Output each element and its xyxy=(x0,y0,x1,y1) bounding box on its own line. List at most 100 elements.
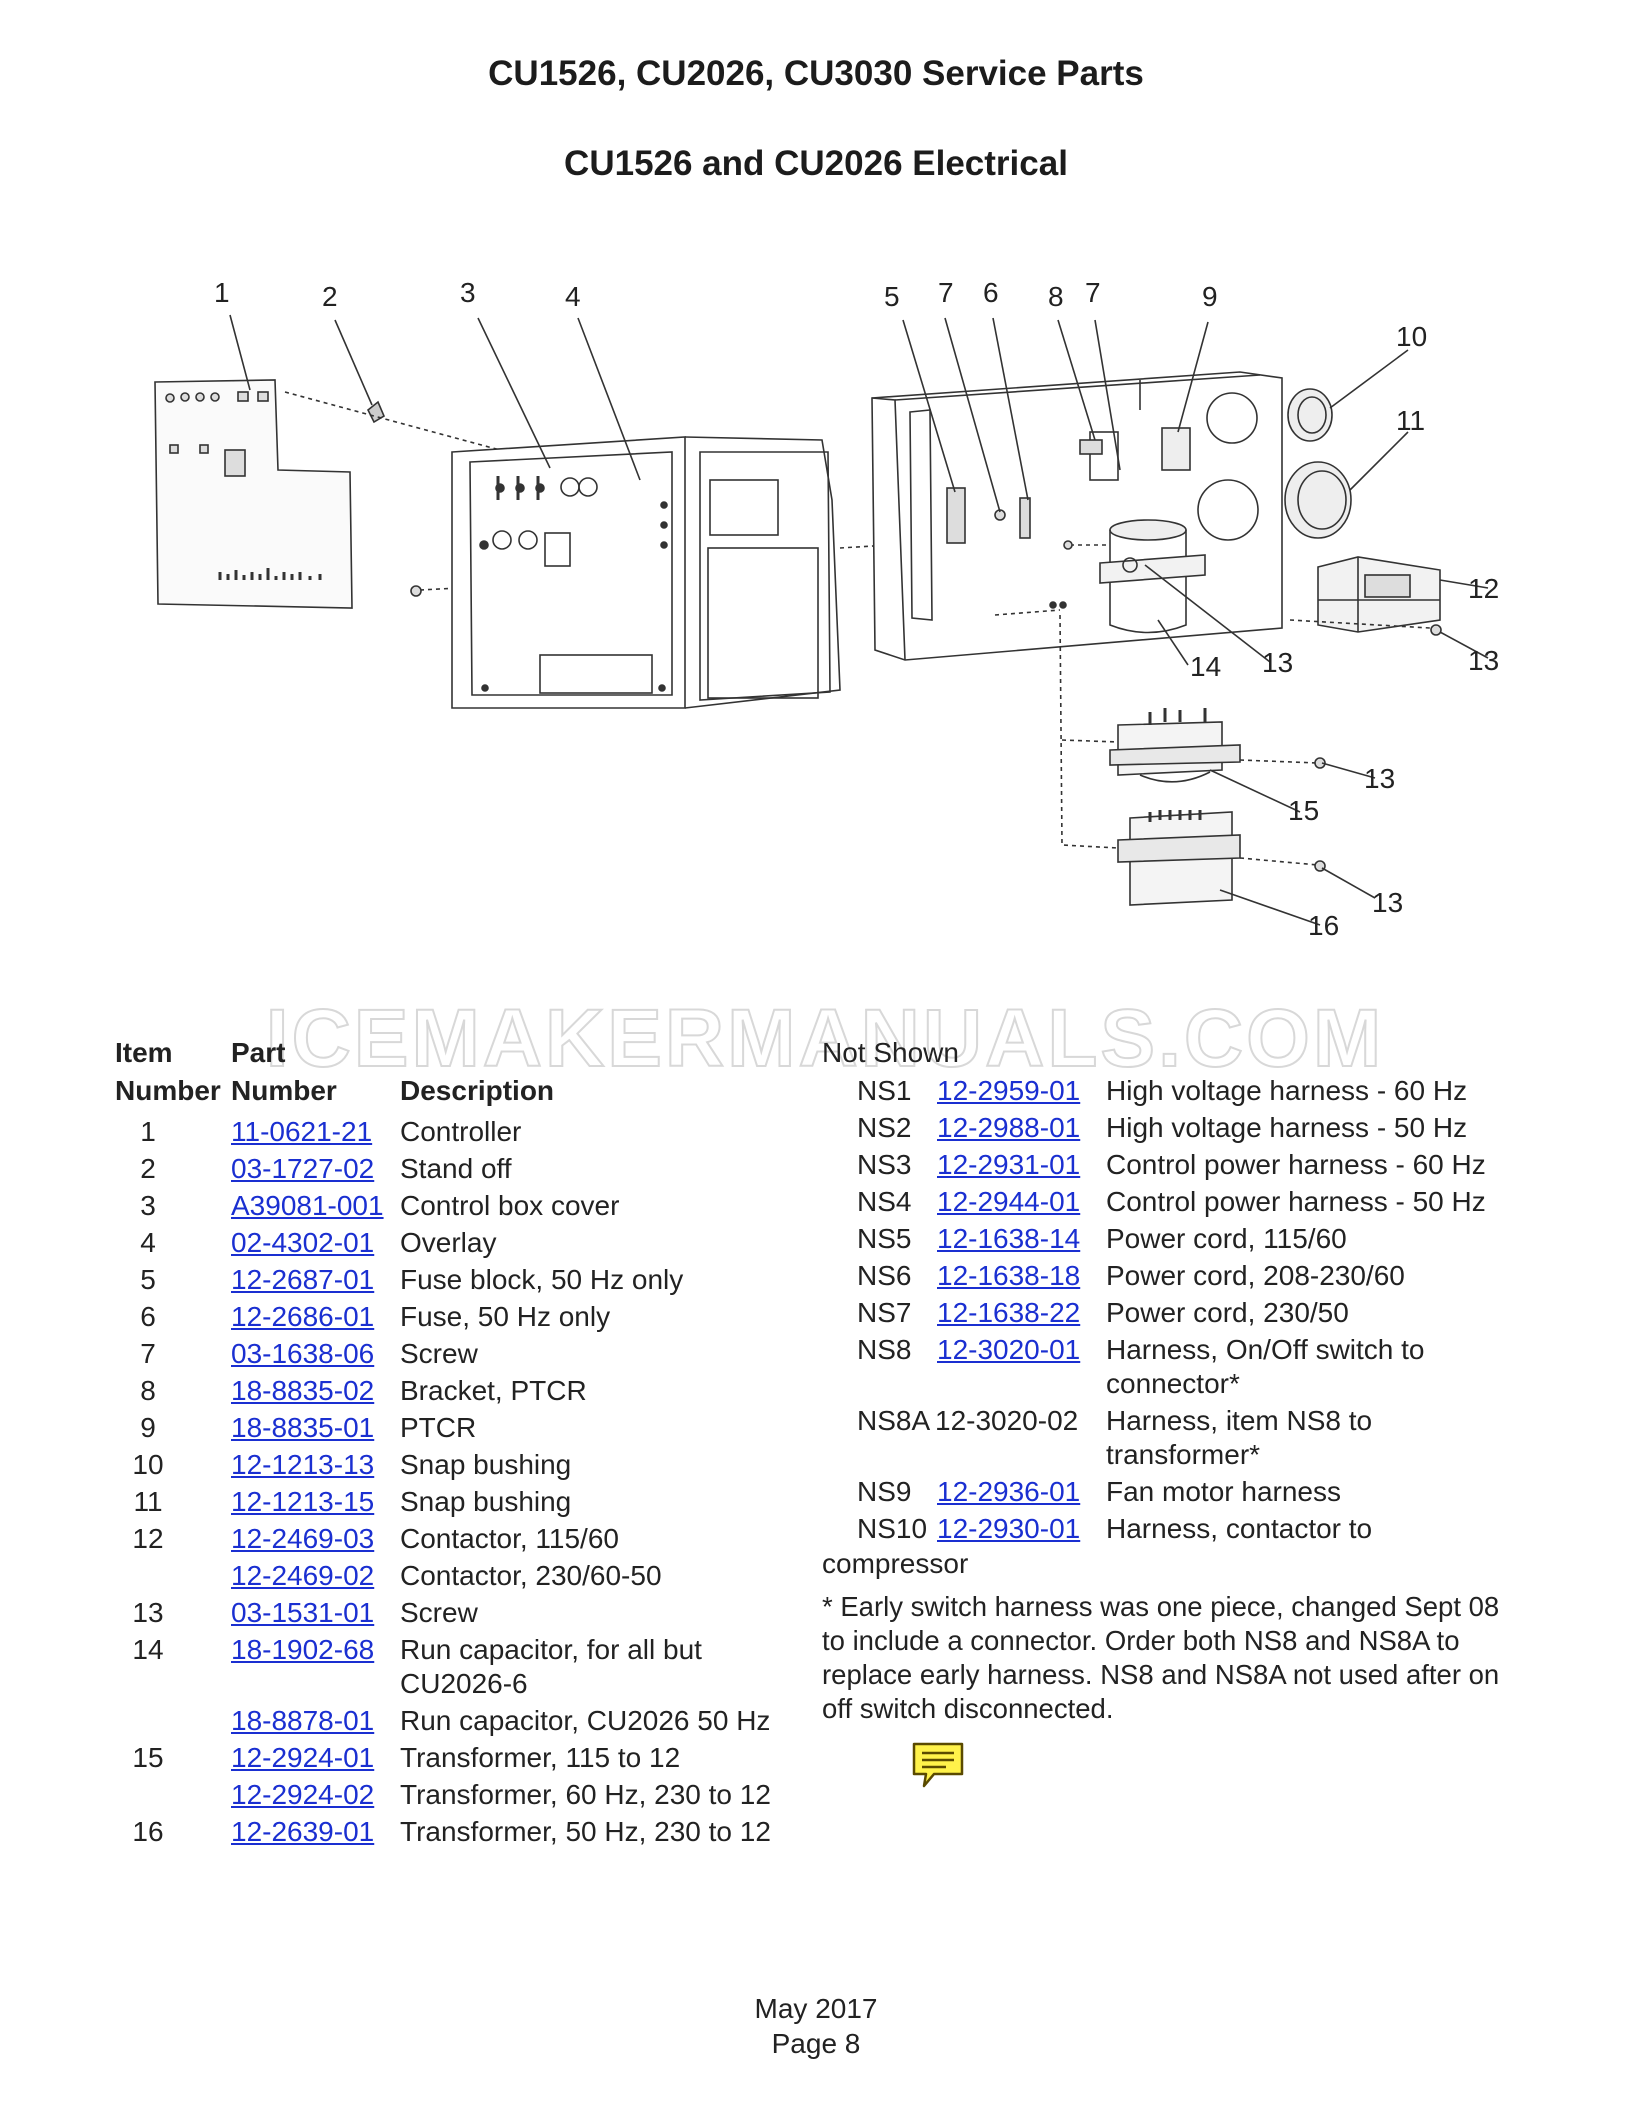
header-description: Description xyxy=(400,1075,555,1106)
ns-description: transformer* xyxy=(1106,1439,1261,1470)
part-description: Overlay xyxy=(400,1227,497,1258)
header-item-number: Number xyxy=(115,1075,221,1106)
item-number: 4 xyxy=(140,1227,156,1258)
part-description: Control box cover xyxy=(400,1190,620,1221)
part-number-link[interactable]: 03-1727-02 xyxy=(231,1153,375,1184)
part-number-link[interactable]: 18-8835-01 xyxy=(231,1412,375,1443)
part-number-link[interactable]: 12-2924-01 xyxy=(231,1742,375,1773)
item-number: 11 xyxy=(133,1486,163,1517)
part-number-link[interactable]: 12-2639-01 xyxy=(231,1816,375,1847)
item-number: 3 xyxy=(140,1190,156,1221)
callout-label: 4 xyxy=(565,281,581,312)
item-number: 6 xyxy=(140,1301,156,1332)
exploded-parts-diagram: 1 2 3 4 5 7 6 8 7 9 10 11 12 13 13 14 13… xyxy=(154,277,1499,941)
item-number: 1 xyxy=(140,1116,156,1147)
part-number-link[interactable]: 12-2469-03 xyxy=(231,1523,375,1554)
ns-item-number: NS3 xyxy=(857,1149,912,1180)
part-number-link[interactable]: 18-1902-68 xyxy=(231,1634,375,1665)
ns-part-number-link[interactable]: 12-1638-18 xyxy=(937,1260,1081,1291)
ns-part-number-link[interactable]: 12-2959-01 xyxy=(937,1075,1081,1106)
callout-label: 7 xyxy=(1085,277,1101,308)
footnote: * Early switch harness was one piece, ch… xyxy=(822,1591,1500,1724)
part-description: Fuse, 50 Hz only xyxy=(400,1301,611,1332)
part-description: Run capacitor, CU2026 50 Hz xyxy=(400,1705,771,1736)
part-description: CU2026-6 xyxy=(400,1668,528,1699)
ns-part-number-link[interactable]: 12-2988-01 xyxy=(937,1112,1081,1143)
part-description: Fuse block, 50 Hz only xyxy=(400,1264,684,1295)
ns-description: High voltage harness - 60 Hz xyxy=(1106,1075,1468,1106)
ns-item-number: NS4 xyxy=(857,1186,912,1217)
part-number-link[interactable]: 12-2687-01 xyxy=(231,1264,375,1295)
ns-description: Harness, item NS8 to xyxy=(1106,1405,1373,1436)
header-part: Part xyxy=(231,1037,286,1068)
ns-description: Power cord, 115/60 xyxy=(1106,1223,1347,1254)
callout-label: 9 xyxy=(1202,281,1218,312)
part-number-link[interactable]: 11-0621-21 xyxy=(231,1116,373,1147)
part-description: Transformer, 115 to 12 xyxy=(400,1742,681,1773)
ns-part-number-link[interactable]: 12-1638-14 xyxy=(937,1223,1081,1254)
part-number-link[interactable]: 18-8835-02 xyxy=(231,1375,375,1406)
part-number-link[interactable]: 18-8878-01 xyxy=(231,1705,375,1736)
section-title: CU1526 and CU2026 Electrical xyxy=(564,144,1068,183)
footer-page: Page 8 xyxy=(771,2028,861,2059)
callout-label: 7 xyxy=(938,277,954,308)
part-description: Screw xyxy=(400,1338,478,1369)
ns-description: connector* xyxy=(1106,1368,1240,1399)
ns-description: Fan motor harness xyxy=(1106,1476,1341,1507)
callout-label: 10 xyxy=(1396,321,1427,352)
part-number-link[interactable]: 12-2469-02 xyxy=(231,1560,375,1591)
callout-label: 14 xyxy=(1190,651,1221,682)
callout-label: 3 xyxy=(460,277,476,308)
footer-date: May 2017 xyxy=(754,1993,878,2024)
ns-item-number: NS10 xyxy=(857,1513,928,1544)
ns-part-number-link[interactable]: 12-2930-01 xyxy=(937,1513,1081,1544)
ns-part-number-link[interactable]: 12-2931-01 xyxy=(937,1149,1081,1180)
ns-description: Power cord, 230/50 xyxy=(1106,1297,1349,1328)
header-part-number: Number xyxy=(231,1075,337,1106)
ns-description: Harness, contactor to xyxy=(1106,1513,1373,1544)
part-description: Snap bushing xyxy=(400,1449,572,1480)
part-description: Snap bushing xyxy=(400,1486,572,1517)
part-number-link[interactable]: 12-2686-01 xyxy=(231,1301,375,1332)
page-title: CU1526, CU2026, CU3030 Service Parts xyxy=(488,54,1144,93)
part-number-link[interactable]: A39081-001 xyxy=(231,1190,384,1221)
part-number-link[interactable]: 12-1213-15 xyxy=(231,1486,375,1517)
callout-label: 8 xyxy=(1048,281,1064,312)
part-number-link[interactable]: 12-1213-13 xyxy=(231,1449,375,1480)
ns-item-number: NS5 xyxy=(857,1223,912,1254)
part-description: Contactor, 230/60-50 xyxy=(400,1560,662,1591)
item-number: 15 xyxy=(132,1742,164,1773)
part-number-link[interactable]: 02-4302-01 xyxy=(231,1227,375,1258)
not-shown-wrap-line: compressor xyxy=(822,1548,969,1579)
ns-description: Harness, On/Off switch to xyxy=(1106,1334,1425,1365)
part-description: Contactor, 115/60 xyxy=(400,1523,619,1554)
part-number-link[interactable]: 03-1638-06 xyxy=(231,1338,375,1369)
part-description: Stand off xyxy=(400,1153,512,1184)
part-description: Run capacitor, for all but xyxy=(400,1634,702,1665)
ns-item-number: NS6 xyxy=(857,1260,912,1291)
ns-part-number-link[interactable]: 12-1638-22 xyxy=(937,1297,1081,1328)
ns-description: High voltage harness - 50 Hz xyxy=(1106,1112,1468,1143)
part-number-link[interactable]: 12-2924-02 xyxy=(231,1779,375,1810)
callout-label: 6 xyxy=(983,277,999,308)
ns-item-number: NS1 xyxy=(857,1075,912,1106)
callout-label: 13 xyxy=(1364,763,1395,794)
ns-part-number-link[interactable]: 12-2936-01 xyxy=(937,1476,1081,1507)
item-number: 9 xyxy=(140,1412,156,1443)
watermark: ICEMAKERMANUALS.COM xyxy=(265,992,1385,1085)
ns-description: Control power harness - 50 Hz xyxy=(1106,1186,1486,1217)
part-description: Bracket, PTCR xyxy=(400,1375,587,1406)
ns-part-number-link[interactable]: 12-3020-01 xyxy=(937,1334,1081,1365)
item-number: 5 xyxy=(140,1264,156,1295)
callout-label: 2 xyxy=(322,281,338,312)
ns-item-number: NS9 xyxy=(857,1476,912,1507)
part-description: Screw xyxy=(400,1597,478,1628)
ns-description: Power cord, 208-230/60 xyxy=(1106,1260,1405,1291)
part-number-link[interactable]: 03-1531-01 xyxy=(231,1597,375,1628)
comment-note-icon[interactable] xyxy=(910,1740,966,1790)
ns-part-number-link[interactable]: 12-2944-01 xyxy=(937,1186,1081,1217)
header-item: Item xyxy=(115,1037,173,1068)
ns-item-number: NS7 xyxy=(857,1297,912,1328)
callout-label: 15 xyxy=(1288,795,1319,826)
callout-label: 5 xyxy=(884,281,900,312)
